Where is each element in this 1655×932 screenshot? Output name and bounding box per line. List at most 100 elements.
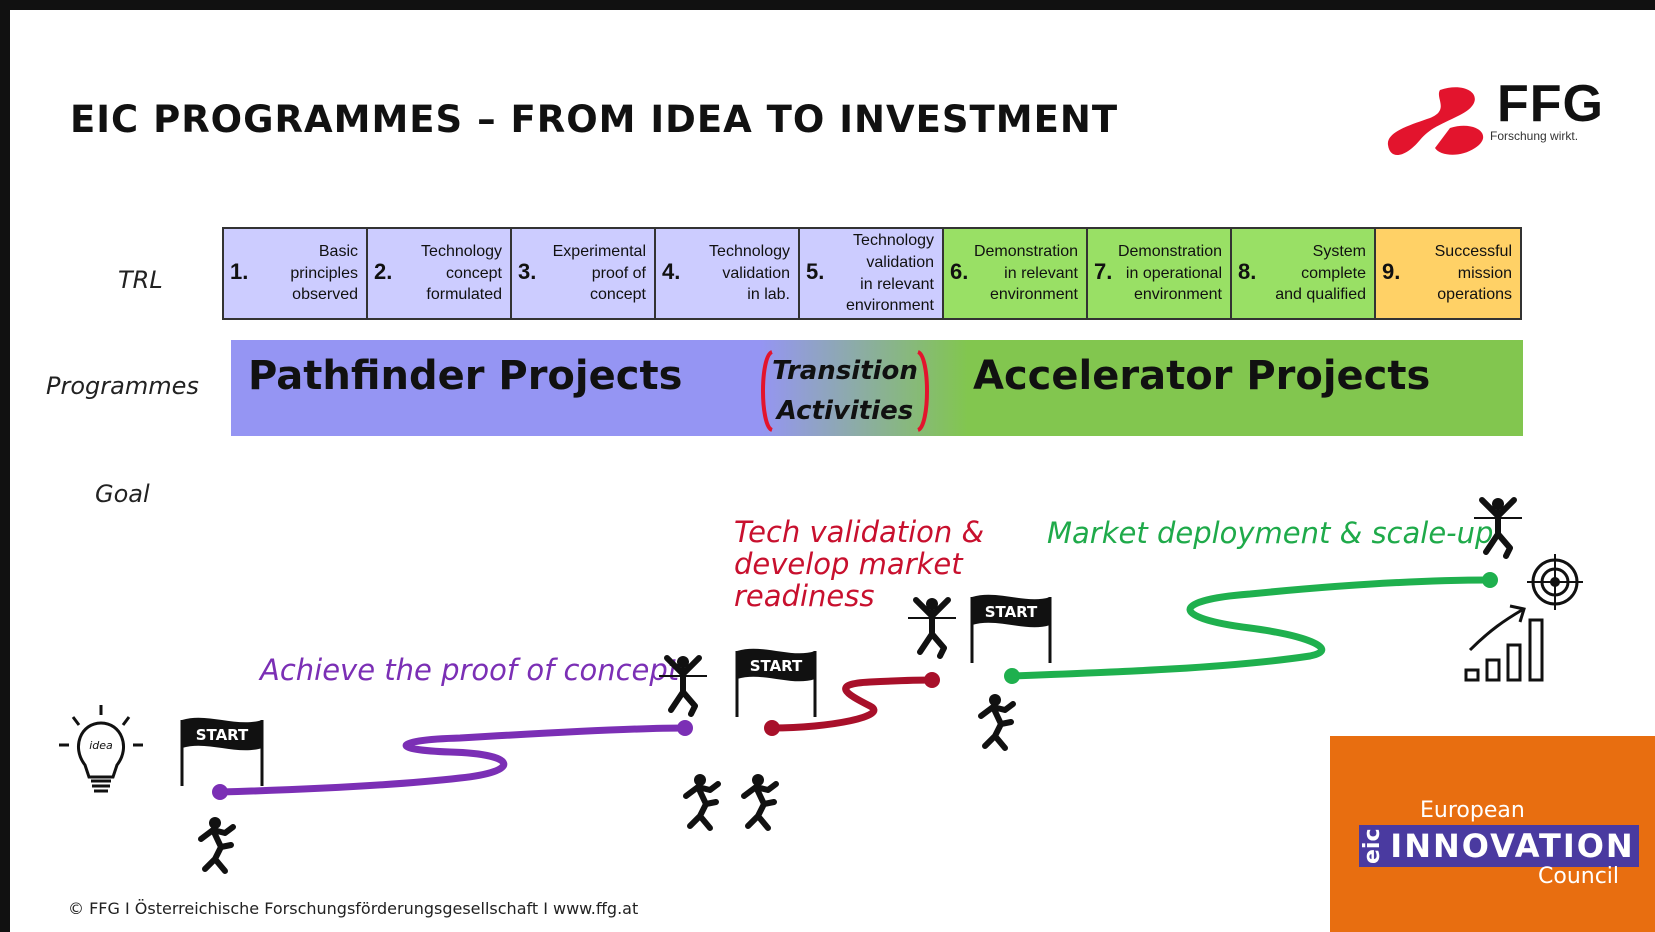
transition-line-1: Transition: [772, 356, 918, 386]
finish-runner-icon: [908, 598, 956, 656]
svg-text:START: START: [985, 603, 1038, 621]
trl-description-line: proof of: [591, 264, 646, 282]
row-label-goal: Goal: [95, 480, 150, 508]
trl-description: System complete and qualified: [1258, 229, 1366, 318]
target-growth-icon: [1464, 554, 1583, 682]
trl-number: 2.: [374, 259, 393, 284]
journey-scene: idea START START: [59, 10, 1583, 932]
trl-description-line: Demonstration: [1117, 243, 1222, 261]
trl-strip: 1. Basic principles observed 2. Technology con…: [222, 227, 1522, 320]
eic-european: European: [1420, 798, 1525, 823]
runner-icon: [981, 694, 1013, 748]
pathfinder-label: Pathfinder Projects: [248, 353, 683, 399]
market-path: [1008, 576, 1494, 680]
tech-path: [768, 676, 936, 732]
goal-tech-line-3: readiness: [734, 579, 875, 613]
trl-description-line: complete: [1301, 264, 1366, 282]
transition-activities: Transition Activities: [770, 351, 920, 431]
trl-description-line: in relevant: [860, 275, 934, 293]
trl-description-line: in relevant: [1004, 264, 1078, 282]
trl-description-line: principles: [290, 264, 358, 282]
trl-description-line: validation: [722, 264, 790, 282]
svg-text:START: START: [750, 657, 803, 675]
lightbulb-idea-icon: idea: [59, 705, 143, 793]
eic-small-label: eic: [1359, 825, 1387, 867]
trl-number: 1.: [230, 259, 249, 284]
goal-tech-validation: Tech validation & develop market readine…: [734, 516, 984, 612]
finish-runner-icon: [1474, 498, 1522, 556]
start-flag-2: START: [735, 648, 817, 717]
row-label-trl: TRL: [118, 266, 163, 294]
page-title: EIC PROGRAMMES – FROM IDEA TO INVESTMENT: [70, 98, 1119, 141]
svg-text:START: START: [196, 726, 249, 744]
trl-description-line: formulated: [426, 286, 502, 304]
eic-council: Council: [1538, 864, 1620, 889]
start-flag-1: START: [180, 717, 264, 786]
trl-description-line: System: [1312, 243, 1366, 261]
trl-description-line: Successful: [1434, 243, 1512, 261]
trl-number: 3.: [518, 259, 537, 284]
trl-number: 4.: [662, 259, 681, 284]
trl-number: 6.: [950, 259, 969, 284]
proof-path: [216, 724, 689, 796]
trl-description-line: observed: [292, 286, 358, 304]
goal-tech-line-2: develop market: [734, 547, 963, 581]
ffg-logo-icon: [1387, 87, 1484, 156]
trl-description-line: Technology: [709, 243, 790, 261]
transition-line-2: Activities: [776, 396, 914, 426]
trl-description-line: Basic: [318, 243, 358, 261]
finish-runner-icon: [659, 656, 707, 714]
trl-description-line: environment: [989, 286, 1078, 304]
goal-market-deployment: Market deployment & scale-up: [1047, 516, 1494, 550]
trl-description: Successful mission operations: [1404, 229, 1512, 318]
trl-description: Demonstration in operational environment: [1114, 229, 1222, 318]
ffg-tagline: Forschung wirkt.: [1490, 129, 1579, 143]
trl-description-line: in operational: [1125, 264, 1222, 282]
trl-description-line: Experimental: [552, 243, 646, 261]
transition-brackets: [761, 350, 929, 432]
row-label-programmes: Programmes: [46, 372, 199, 400]
trl-description-line: environment: [845, 297, 934, 315]
trl-description-line: mission: [1457, 264, 1512, 282]
goal-proof-of-concept: Achieve the proof of concept: [260, 653, 680, 687]
trl-level-9: 9. Successful mission operations: [1376, 229, 1520, 318]
trl-level-4: 4. Technology validation in lab.: [656, 229, 800, 318]
trl-description-line: operations: [1437, 286, 1512, 304]
accelerator-label: Accelerator Projects: [973, 353, 1431, 399]
trl-description: Technology validation in relevant environme…: [826, 229, 934, 318]
trl-description: Basic principles observed: [250, 229, 358, 318]
eic-innovation: INNOVATION: [1386, 825, 1639, 867]
trl-description: Technology concept formulated: [394, 229, 502, 318]
trl-description-line: concept: [445, 264, 502, 282]
slide: EIC PROGRAMMES – FROM IDEA TO INVESTMENT…: [10, 10, 1655, 932]
trl-description-line: environment: [1133, 286, 1222, 304]
footer-copyright: © FFG I Österreichische Forschungsförder…: [68, 899, 639, 918]
trl-number: 7.: [1094, 259, 1113, 284]
relay-runners-icon: [744, 774, 776, 828]
trl-description: Technology validation in lab.: [682, 229, 790, 318]
relay-runners-icon: [686, 774, 718, 828]
trl-description-line: Technology: [421, 243, 502, 261]
idea-bulb-label: idea: [89, 739, 113, 752]
trl-description-line: validation: [866, 253, 934, 271]
trl-description-line: in lab.: [747, 286, 790, 304]
ffg-logo-text: FFG: [1497, 75, 1604, 133]
start-flag-3: START: [970, 594, 1052, 663]
trl-level-8: 8. System complete and qualified: [1232, 229, 1376, 318]
runner-icon: [201, 817, 233, 871]
trl-level-7: 7.Demonstration in operational environment: [1088, 229, 1232, 318]
trl-number: 5.: [806, 259, 825, 284]
trl-level-1: 1. Basic principles observed: [224, 229, 368, 318]
goal-tech-line-1: Tech validation &: [734, 515, 985, 549]
trl-number: 9.: [1382, 259, 1401, 284]
trl-description-line: Technology: [853, 232, 934, 250]
trl-level-2: 2. Technology concept formulated: [368, 229, 512, 318]
trl-level-5: 5. Technology validation in relevant environ…: [800, 229, 944, 318]
trl-description-line: and qualified: [1275, 286, 1366, 304]
programmes-bar: [231, 340, 1523, 436]
trl-number: 8.: [1238, 259, 1257, 284]
